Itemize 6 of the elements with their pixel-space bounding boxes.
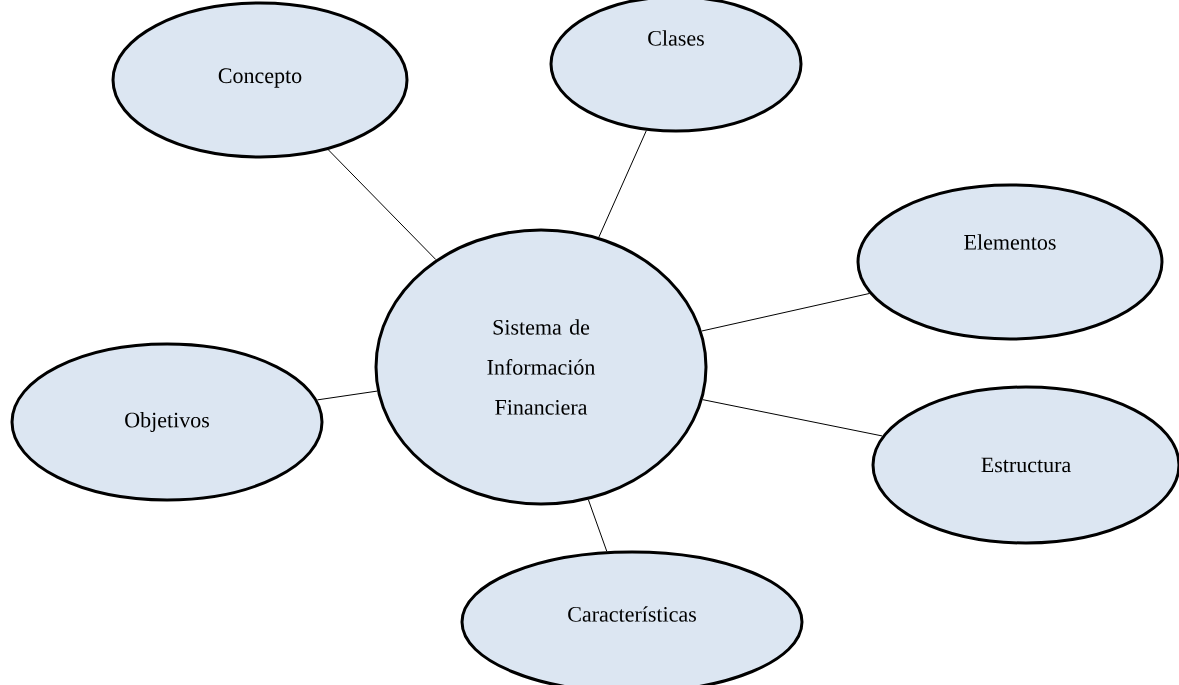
connector-line [702,399,883,437]
connector-line [598,130,647,238]
connector-line [316,390,378,401]
connector-line [327,149,437,261]
connector-line [701,292,870,332]
connector-line [587,499,608,552]
